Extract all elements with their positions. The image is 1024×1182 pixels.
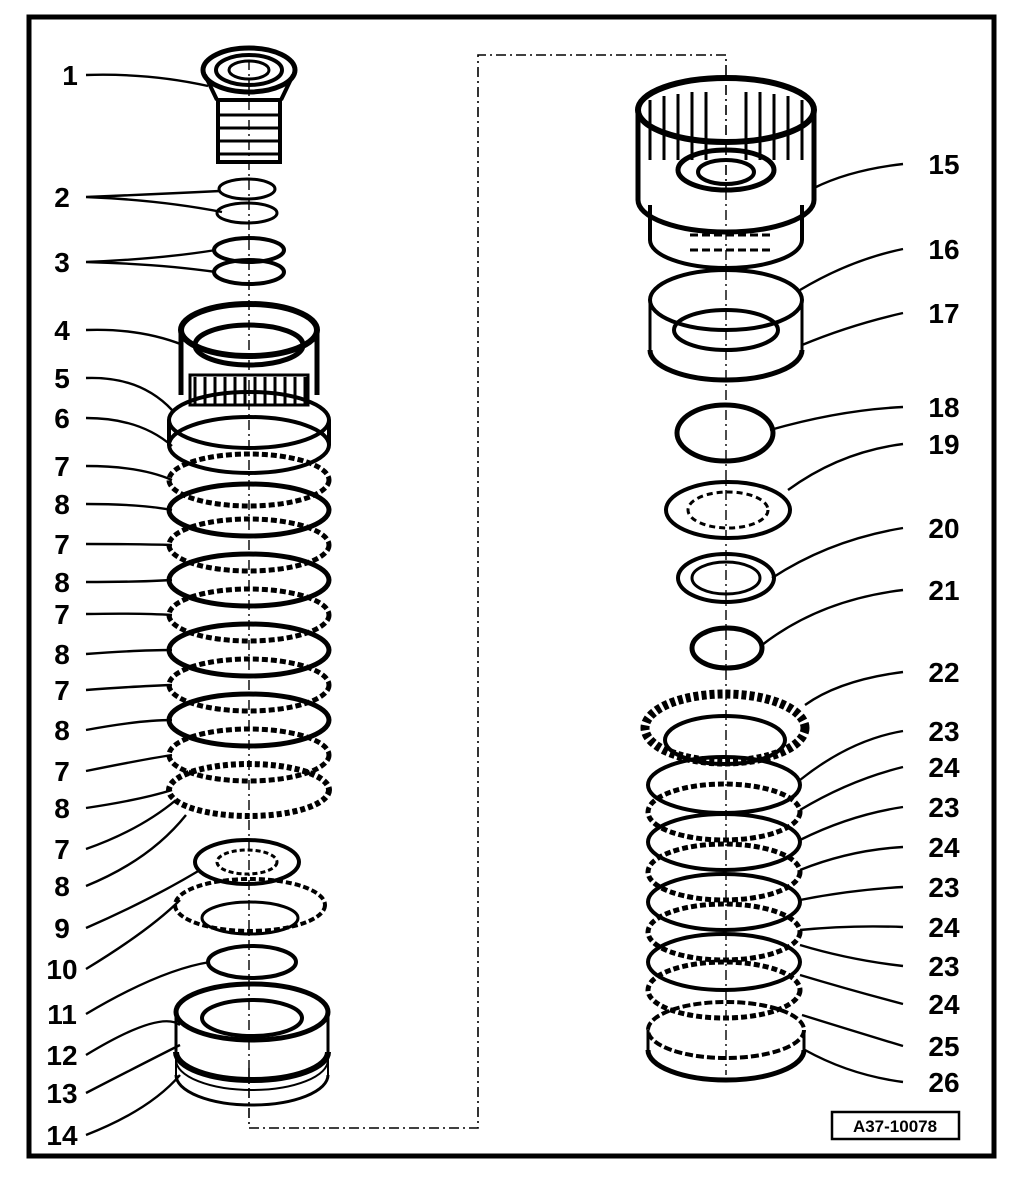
callout-9: 9	[54, 913, 70, 944]
callout-25: 25	[928, 1031, 959, 1062]
callout-7: 7	[54, 451, 70, 482]
callout-8: 8	[54, 871, 70, 902]
part-shaft-hub	[200, 45, 298, 164]
callout-7: 7	[54, 675, 70, 706]
part-sealing-rings-upper	[215, 177, 279, 225]
part-snap-ring-small	[689, 625, 765, 671]
callout-7: 7	[54, 834, 70, 865]
right-stack	[635, 75, 817, 1083]
callout-12: 12	[46, 1040, 77, 1071]
callout-23: 23	[928, 792, 959, 823]
callout-5: 5	[54, 363, 70, 394]
part-spring-washer-right	[664, 480, 792, 540]
callout-19: 19	[928, 429, 959, 460]
callout-26: 26	[928, 1067, 959, 1098]
callout-13: 13	[46, 1078, 77, 1109]
part-piston-housing	[173, 981, 331, 1107]
callout-7: 7	[54, 599, 70, 630]
callout-7: 7	[54, 529, 70, 560]
assembly-path	[248, 54, 727, 1129]
callout-21: 21	[928, 575, 959, 606]
callout-1: 1	[62, 60, 78, 91]
callout-8: 8	[54, 715, 70, 746]
reference-code-box: A37-10078	[830, 1110, 961, 1141]
callout-22: 22	[928, 657, 959, 688]
reference-code: A37-10078	[853, 1117, 937, 1136]
callout-4: 4	[54, 315, 70, 346]
part-end-plate-right	[640, 689, 810, 767]
leader-lines	[85, 73, 904, 1137]
part-pressure-plate	[645, 1000, 807, 1083]
callout-16: 16	[928, 234, 959, 265]
callout-24: 24	[928, 989, 960, 1020]
callout-18: 18	[928, 392, 959, 423]
callout-23: 23	[928, 716, 959, 747]
callout-3: 3	[54, 247, 70, 278]
callout-17: 17	[928, 298, 959, 329]
callout-11: 11	[47, 999, 77, 1030]
callout-24: 24	[928, 832, 960, 863]
callout-14: 14	[46, 1120, 78, 1151]
part-piston-right	[647, 268, 805, 383]
callout-23: 23	[928, 872, 959, 903]
part-plate-stack-right	[645, 755, 803, 1021]
part-clutch-drum	[635, 75, 817, 270]
callout-6: 6	[54, 403, 70, 434]
callout-20: 20	[928, 513, 959, 544]
part-o-ring	[674, 402, 776, 464]
callouts-left: 1 2 3 4 5 6 7 8 7 8 7 8 7 8 7 8 7 8 9 10…	[46, 60, 78, 1151]
callout-7: 7	[54, 756, 70, 787]
callouts-right: 15 16 17 18 19 20 21 22 23 24 23 24 23 2…	[928, 149, 960, 1098]
callout-24: 24	[928, 912, 960, 943]
callout-8: 8	[54, 639, 70, 670]
callout-8: 8	[54, 793, 70, 824]
callout-10: 10	[46, 954, 77, 985]
part-gear-hub	[178, 301, 320, 407]
callout-15: 15	[928, 149, 959, 180]
callout-8: 8	[54, 489, 70, 520]
callout-23: 23	[928, 951, 959, 982]
callout-2: 2	[54, 182, 70, 213]
callout-24: 24	[928, 752, 960, 783]
callout-8: 8	[54, 567, 70, 598]
